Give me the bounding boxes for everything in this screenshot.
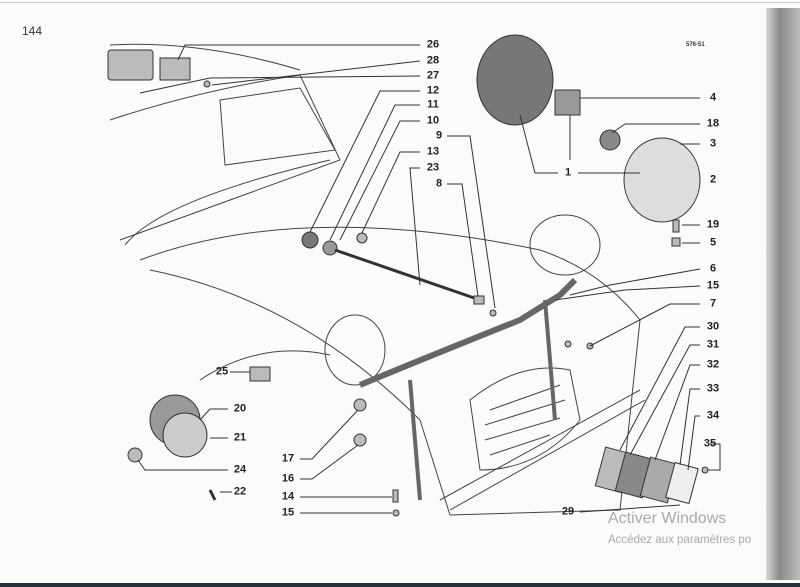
callout-label: 13 — [426, 145, 440, 158]
callout-label: 11 — [427, 98, 439, 111]
callout-label: 18 — [706, 117, 720, 130]
scan-top-edge — [0, 2, 800, 3]
callout-label: 15 — [706, 279, 720, 292]
callout-label: 23 — [426, 161, 440, 174]
callout-label: 4 — [709, 91, 717, 104]
callout-label: 24 — [233, 463, 247, 476]
parts-drawing — [107, 34, 709, 517]
callout-label: 19 — [706, 218, 720, 231]
callout-label: 15 — [281, 506, 295, 519]
taskbar-strip — [0, 583, 800, 587]
callout-label: 14 — [281, 490, 295, 503]
callout-label: 21 — [233, 431, 247, 444]
windows-activation-watermark-subtitle: Accédez aux paramètres po — [608, 534, 752, 546]
callout-label: 30 — [706, 320, 720, 333]
car-body-drawing — [109, 43, 646, 516]
windows-activation-watermark-title: Activer Windows — [608, 510, 727, 527]
callout-label: 20 — [233, 402, 247, 415]
callout-label: 1 — [564, 166, 572, 179]
leader-lines — [137, 44, 721, 514]
callout-label: 9 — [435, 129, 443, 142]
callout-label: 16 — [281, 472, 295, 485]
callout-label: 5 — [709, 236, 717, 249]
callout-label: 3 — [709, 137, 717, 150]
callout-label: 17 — [281, 452, 295, 465]
figure-reference: 576-51 — [686, 42, 705, 48]
callout-label: 31 — [706, 338, 720, 351]
callout-label: 33 — [706, 382, 720, 395]
callout-label: 26 — [426, 38, 440, 51]
callout-label: 8 — [435, 177, 443, 190]
callout-label: 6 — [709, 262, 717, 275]
callout-label: 27 — [426, 69, 440, 82]
callout-label: 25 — [215, 365, 229, 378]
callout-label: 29 — [561, 505, 575, 518]
page-number: 144 — [22, 24, 43, 38]
callout-label: 12 — [426, 84, 440, 97]
callout-label: 34 — [706, 409, 720, 422]
callout-label: 28 — [426, 54, 440, 67]
callout-label: 7 — [709, 297, 717, 310]
callout-label: 35 — [703, 437, 717, 450]
callout-label: 2 — [709, 173, 717, 186]
callout-label: 32 — [706, 358, 720, 371]
callout-label: 10 — [426, 114, 440, 127]
callout-label: 22 — [233, 485, 247, 498]
scan-edge-shadow — [766, 8, 800, 580]
